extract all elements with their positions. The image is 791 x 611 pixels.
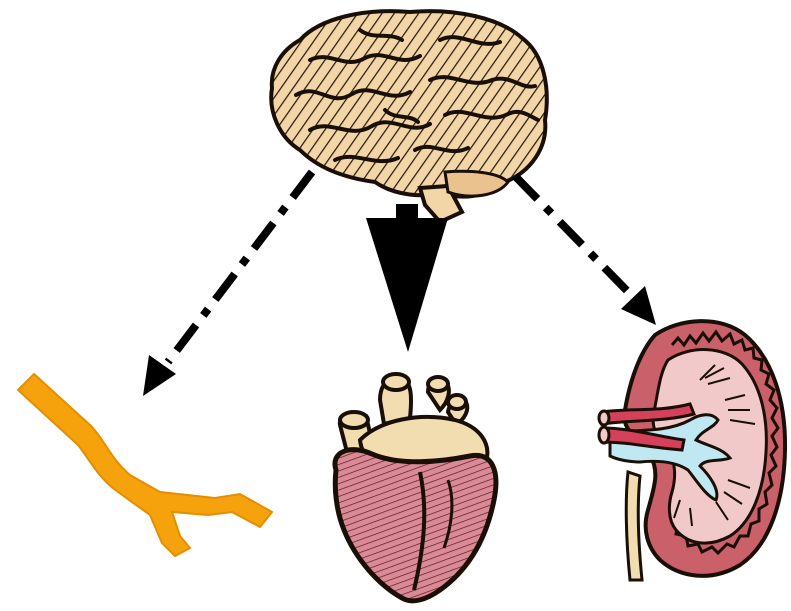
arrow-to-heart-shaft [396,204,418,220]
arrow-to-kidney [515,176,656,325]
heart-icon [335,374,496,601]
heart-vessel-opening-1 [383,374,409,390]
blood-vessel-icon [18,374,272,556]
arrow-to-kidney-head [621,286,656,325]
brain-cerebellum [445,171,508,196]
arrow-to-kidney-line [515,176,636,300]
heart-vessel-opening-2 [428,377,448,391]
kidney-artery-opening [599,411,609,425]
brain-outline [271,11,547,196]
arrow-to-vessel-head [143,355,176,396]
kidney-icon [599,321,785,580]
arrow-to-heart-head [366,218,448,352]
heart-vessel-opening-3 [448,395,466,409]
arrow-to-vessel [143,172,312,396]
arrow-to-heart [366,204,448,352]
heart-left-opening [340,412,368,428]
arrow-to-vessel-line [168,172,312,362]
blood-vessel-shape [18,374,272,556]
kidney-ureter [626,472,642,580]
kidney-vein-opening [599,427,609,443]
brain-icon [271,11,547,222]
